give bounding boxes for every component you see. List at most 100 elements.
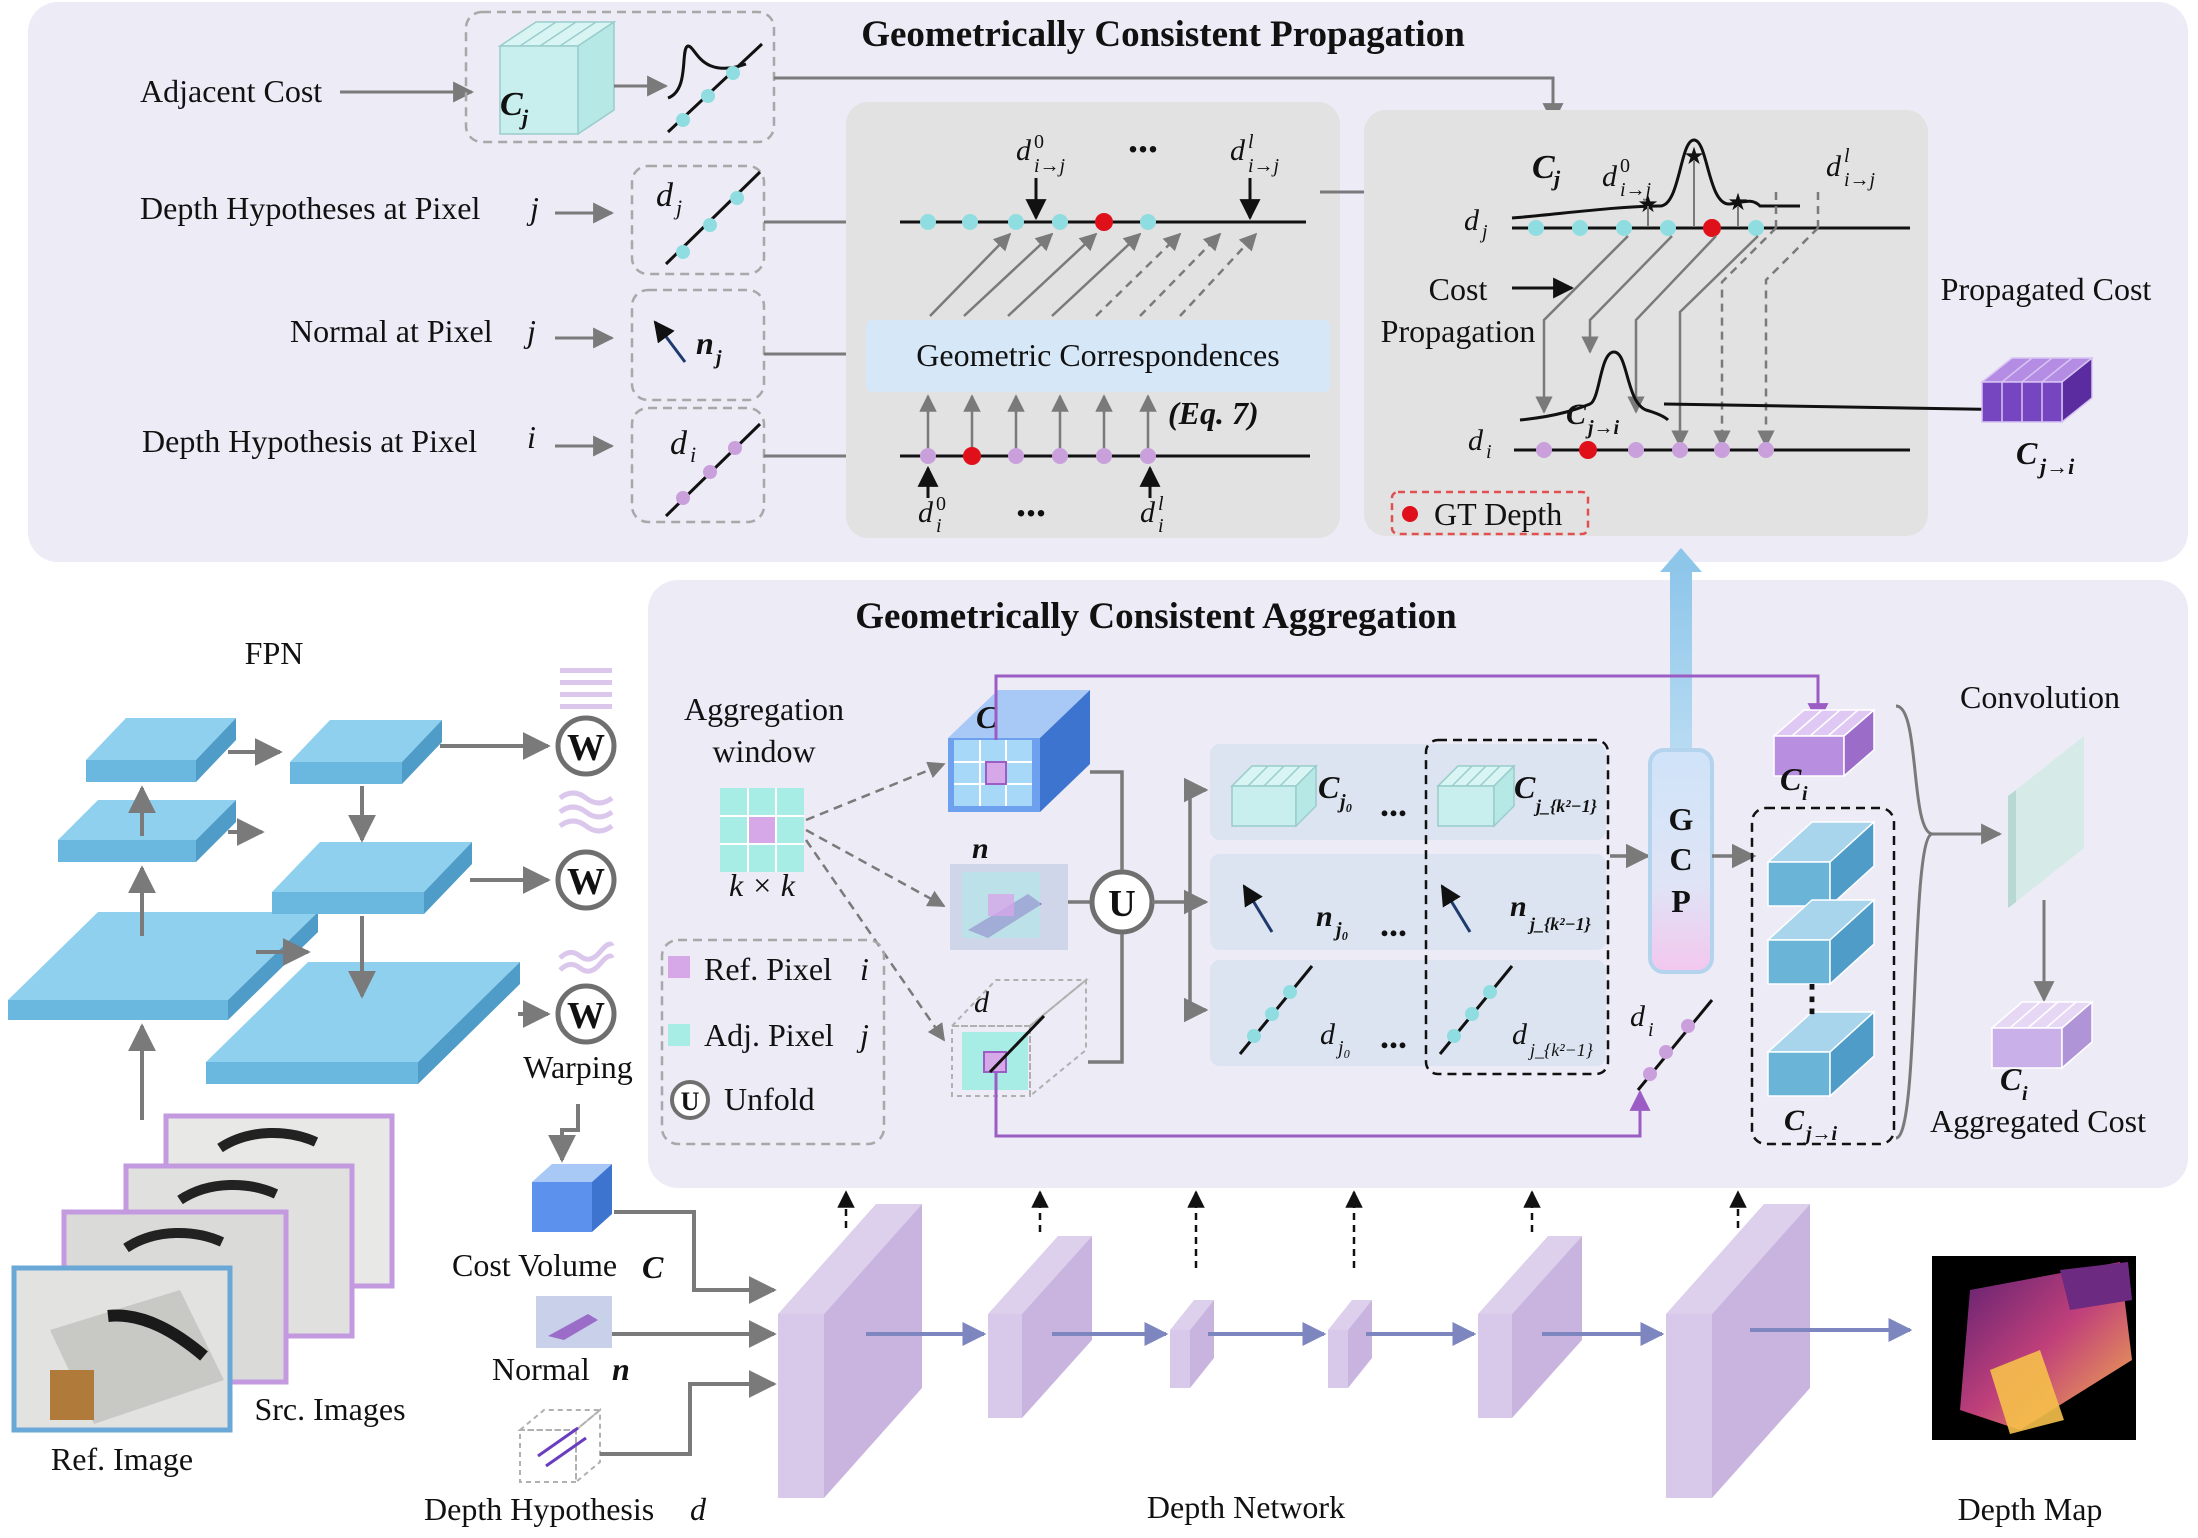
svg-text:⋮: ⋮ [1794, 978, 1830, 1018]
svg-text:d: d [1140, 496, 1156, 529]
svg-text:i: i [2022, 1083, 2028, 1105]
cost-volume-label: Cost Volume [452, 1247, 617, 1283]
normal-label: Normal [492, 1351, 590, 1387]
svg-text:Ref. Pixel: Ref. Pixel [704, 951, 832, 987]
warping-w-1: W [555, 668, 617, 777]
svg-text:...: ... [1016, 480, 1046, 525]
gt-depth-label: GT Depth [1434, 496, 1562, 532]
star-marker: ★ [1727, 190, 1749, 216]
aggregated-cost-label: Aggregated Cost [1930, 1103, 2146, 1139]
svg-text:j→i: j→i [2037, 454, 2075, 479]
depth-hyp-i-label: Depth Hypothesis at Pixel [142, 423, 477, 459]
svg-text:j: j [673, 195, 682, 220]
svg-text:(Eq. 7): (Eq. 7) [1168, 395, 1259, 431]
svg-text:n: n [1316, 900, 1333, 933]
svg-text:C: C [1514, 769, 1536, 805]
svg-text:n: n [972, 832, 989, 865]
svg-text:d: d [1464, 204, 1480, 237]
svg-text:n: n [1510, 890, 1527, 923]
svg-text:Propagation: Propagation [1381, 313, 1536, 349]
propagated-cost-volume [1979, 356, 2095, 424]
svg-text:i→j: i→j [1620, 179, 1652, 201]
cost-cj0 [1230, 764, 1318, 828]
svg-text:d: d [1602, 160, 1618, 193]
svg-text:C: C [642, 1249, 664, 1285]
svg-text:d: d [670, 425, 688, 462]
svg-text:C: C [500, 86, 523, 123]
svg-text:i: i [1802, 783, 1808, 805]
svg-text:...: ... [1380, 784, 1407, 824]
src-images-label: Src. Images [254, 1391, 405, 1427]
svg-text:C: C [1318, 769, 1340, 805]
svg-text:d: d [1630, 1000, 1646, 1033]
cji-stack-cubes [1766, 820, 1876, 1098]
svg-text:C: C [1780, 761, 1802, 797]
svg-text:j₀: j₀ [1333, 919, 1349, 941]
convolution-label: Convolution [1960, 679, 2120, 715]
svg-text:d: d [974, 986, 990, 1019]
depth-hyp-j-label: Depth Hypotheses at Pixel [140, 190, 481, 226]
normal-j-var: j [523, 313, 536, 349]
svg-text:i: i [936, 515, 942, 537]
svg-text:j_{k²−1}: j_{k²−1} [1528, 1040, 1594, 1060]
svg-text:j: j [1479, 221, 1488, 243]
svg-text:l: l [1158, 493, 1164, 515]
kxk-label: k × k [729, 867, 796, 903]
svg-text:l: l [1248, 131, 1254, 153]
svg-text:i→j: i→j [1844, 169, 1876, 191]
kxk-grid [720, 788, 804, 872]
svg-text:Unfold: Unfold [724, 1081, 815, 1117]
cost-volume-cube [532, 1164, 612, 1232]
cost-volume-cj [497, 20, 617, 136]
geometric-correspondences [866, 320, 1330, 392]
svg-text:i: i [1648, 1019, 1654, 1041]
svg-text:d: d [1468, 424, 1484, 457]
svg-text:W: W [567, 727, 605, 769]
normal-grid [950, 864, 1068, 950]
svg-text:C: C [2016, 435, 2038, 471]
svg-text:Cost: Cost [1429, 271, 1488, 307]
fpn-title: FPN [245, 635, 304, 671]
svg-text:Adj. Pixel: Adj. Pixel [704, 1017, 834, 1053]
star-marker: ★ [1683, 144, 1705, 170]
svg-text:U: U [1108, 883, 1135, 925]
depth-map-label: Depth Map [1958, 1491, 2103, 1527]
depth-hyp-small [517, 1407, 603, 1485]
svg-text:j_{k²−1}: j_{k²−1} [1527, 914, 1592, 934]
gcp-block [1648, 748, 1714, 974]
warping-w-2: W [555, 790, 617, 911]
svg-text:d: d [690, 1491, 707, 1527]
svg-text:G: G [1669, 801, 1694, 837]
adjacent-cost-label: Adjacent Cost [140, 73, 322, 109]
propagation-title: Geometrically Consistent Propagation [861, 14, 1465, 55]
aggregation-window-label: Aggregation [684, 691, 844, 727]
aggregated-cost-cube [1989, 1000, 2095, 1070]
svg-text:...: ... [1380, 1016, 1407, 1056]
svg-text:j₀: j₀ [1335, 1037, 1351, 1059]
depth-grid [949, 977, 1089, 1099]
svg-text:i: i [690, 442, 696, 467]
gt-depth-dot [1402, 506, 1418, 522]
svg-text:0: 0 [1034, 131, 1044, 153]
depth-map-image [1932, 1256, 2136, 1440]
warping-w-3: W [555, 941, 617, 1045]
star-marker: ★ [1637, 192, 1659, 218]
row-dj [1210, 960, 1606, 1066]
svg-text:0: 0 [936, 493, 946, 515]
svg-text:j: j [713, 347, 722, 369]
warping-label: Warping [523, 1049, 632, 1085]
aggregation-legend [660, 938, 886, 1146]
svg-text:W: W [567, 861, 605, 903]
svg-text:j₀: j₀ [1337, 791, 1353, 813]
svg-text:...: ... [1128, 116, 1158, 161]
svg-text:0: 0 [1620, 155, 1630, 177]
depth-network [778, 1204, 1810, 1498]
row-nj [1210, 854, 1606, 950]
svg-text:P: P [1671, 883, 1691, 919]
svg-text:i: i [1158, 515, 1164, 537]
normal-j-label: Normal at Pixel [290, 313, 493, 349]
svg-text:i→j: i→j [1248, 155, 1280, 177]
svg-text:n: n [612, 1351, 630, 1387]
depth-network-label: Depth Network [1147, 1489, 1345, 1525]
depth-hyp-label: Depth Hypothesis [424, 1491, 654, 1527]
